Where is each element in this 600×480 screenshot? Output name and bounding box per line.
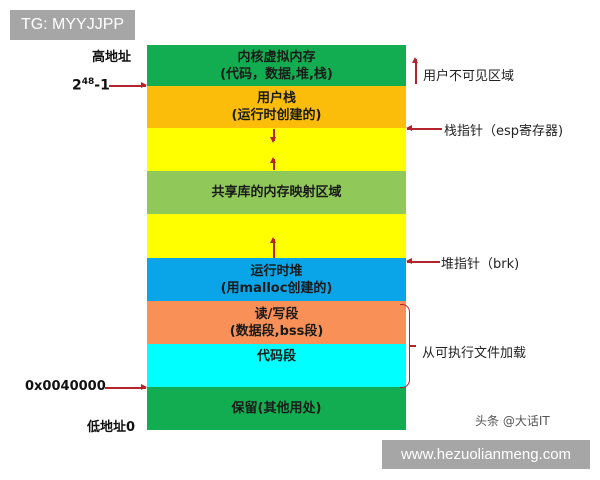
band-reserved: 保留(其他用处) bbox=[147, 387, 406, 430]
kernel-boundary-arrow-icon bbox=[109, 82, 147, 88]
stack-pointer-arrow-icon bbox=[406, 125, 442, 131]
watermark-top: TG: MYYJJPP bbox=[10, 10, 135, 40]
band-gap-upper bbox=[147, 128, 406, 171]
band-kernel-title: 内核虚拟内存 bbox=[237, 49, 316, 65]
stack-grows-down-arrow-icon bbox=[270, 129, 276, 143]
kernel-boundary-suffix: -1 bbox=[94, 77, 110, 94]
heap-pointer-arrow-icon bbox=[406, 258, 440, 264]
label-high-address: 高地址 bbox=[92, 50, 132, 65]
label-stack-pointer: 栈指针（esp寄存器) bbox=[444, 124, 564, 139]
label-loaded-from-executable: 从可执行文件加载 bbox=[422, 346, 527, 361]
kernel-boundary-exponent: 48 bbox=[81, 77, 95, 87]
band-rw-subtitle: (数据段,bss段) bbox=[229, 323, 324, 339]
mmap-grows-up-arrow-icon bbox=[270, 157, 276, 170]
band-user-stack-subtitle: (运行时创建的) bbox=[231, 108, 322, 123]
band-code-segment: 代码段 bbox=[147, 344, 406, 387]
heap-grows-up-arrow-icon bbox=[270, 237, 276, 258]
loaded-segments-brace-icon bbox=[400, 304, 410, 388]
band-code-title: 代码段 bbox=[256, 349, 296, 364]
label-kernel-boundary-address: 248-1 bbox=[72, 77, 110, 94]
band-user-stack-title: 用户栈 bbox=[256, 91, 296, 106]
band-runtime-heap: 运行时堆 (用malloc创建的) bbox=[147, 258, 406, 301]
band-shared-library-title: 共享库的内存映射区域 bbox=[211, 185, 342, 200]
kernel-boundary-base: 2 bbox=[72, 77, 82, 94]
band-reserved-title: 保留(其他用处) bbox=[231, 401, 322, 416]
band-kernel-virtual-memory: 内核虚拟内存 (代码，数据,堆,栈) bbox=[147, 45, 406, 86]
band-user-stack: 用户栈 (运行时创建的) bbox=[147, 86, 406, 128]
band-gap-lower bbox=[147, 214, 406, 258]
band-heap-subtitle: (用malloc创建的) bbox=[220, 280, 333, 296]
band-heap-title: 运行时堆 bbox=[250, 263, 303, 279]
band-kernel-subtitle: (代码，数据,堆,栈) bbox=[220, 66, 333, 82]
memory-layout-stack: 内核虚拟内存 (代码，数据,堆,栈) 用户栈 (运行时创建的) 共享库的内存映射… bbox=[147, 45, 406, 430]
brace-tick-icon bbox=[410, 345, 416, 347]
text-start-arrow-icon bbox=[105, 384, 147, 390]
label-user-invisible-region: 用户不可见区域 bbox=[423, 69, 515, 84]
label-low-address: 低地址0 bbox=[87, 420, 136, 435]
label-text-start-address: 0x0040000 bbox=[25, 379, 106, 394]
credit-text: 头条 @大话IT bbox=[475, 414, 550, 428]
label-heap-pointer: 堆指针（brk) bbox=[441, 257, 520, 272]
watermark-bottom: www.hezuolianmeng.com bbox=[382, 440, 590, 469]
band-shared-library-mapping: 共享库的内存映射区域 bbox=[147, 171, 406, 214]
band-rw-title: 读/写段 bbox=[254, 306, 299, 322]
band-read-write-segment: 读/写段 (数据段,bss段) bbox=[147, 301, 406, 344]
user-invisible-up-arrow-icon bbox=[412, 57, 418, 84]
